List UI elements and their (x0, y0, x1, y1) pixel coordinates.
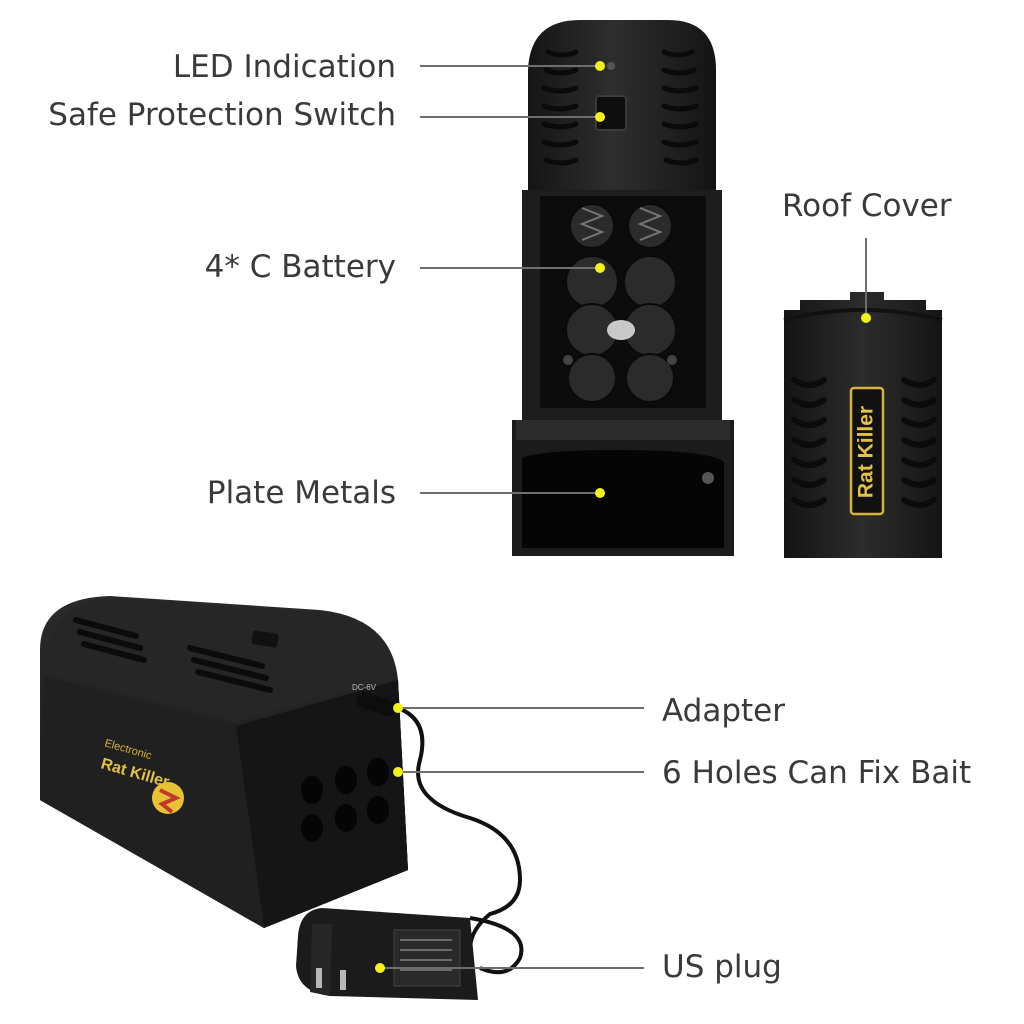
trap-switch (251, 630, 279, 648)
trap-top-view (512, 20, 734, 556)
trap-end-face (236, 680, 408, 928)
roof-left-grips (791, 377, 827, 508)
label-led-indication: LED Indication (172, 49, 396, 85)
power-cable (397, 706, 523, 951)
label-adapter: Adapter (662, 693, 785, 729)
label-plate-metals: Plate Metals (206, 475, 396, 511)
label-safe-protection-switch: Safe Protection Switch (48, 97, 396, 133)
roof-right-grips (901, 377, 937, 508)
leader-lines (380, 65, 867, 969)
trap-top-face (46, 598, 396, 722)
dot-roof (861, 313, 871, 323)
port-label: DC-6V (352, 683, 377, 692)
dot-switch (595, 112, 605, 122)
label-six-holes: 6 Holes Can Fix Bait (662, 755, 972, 791)
center-contact (607, 320, 635, 340)
adapter-connector (356, 692, 396, 716)
label-roof-cover: Roof Cover (782, 188, 952, 224)
led-light (607, 62, 615, 70)
rat-killer-label (849, 386, 885, 516)
trap-side-face (40, 676, 264, 928)
plug-prong (316, 968, 322, 988)
bait-holes (301, 758, 389, 842)
roof-cover-view: Rat Killer (783, 292, 943, 558)
battery-slots (565, 203, 677, 403)
label-battery: 4* C Battery (204, 249, 396, 285)
dot-led (595, 61, 605, 71)
protection-switch (595, 95, 627, 131)
label-us-plug: US plug (662, 949, 782, 985)
callout-dots (375, 61, 871, 973)
plate-tunnel (522, 450, 724, 548)
dot-plate (595, 488, 605, 498)
spec-label (393, 929, 461, 987)
dot-holes (393, 767, 403, 777)
battery-springs (579, 207, 663, 241)
left-vent-slots (541, 49, 579, 166)
trap-assembled-view: Electronic Rat Killer DC-6V (40, 596, 408, 928)
roof-label-text: Rat Killer (855, 406, 878, 498)
dot-plug (375, 963, 385, 973)
right-vent-slots (661, 49, 699, 166)
vent-slots (73, 617, 273, 693)
battery-compartment (540, 196, 706, 408)
dot-adapter (393, 703, 403, 713)
tunnel-screw (702, 472, 714, 484)
dot-battery (595, 263, 605, 273)
us-plug-adapter (296, 908, 478, 1000)
plug-prong (340, 970, 346, 990)
